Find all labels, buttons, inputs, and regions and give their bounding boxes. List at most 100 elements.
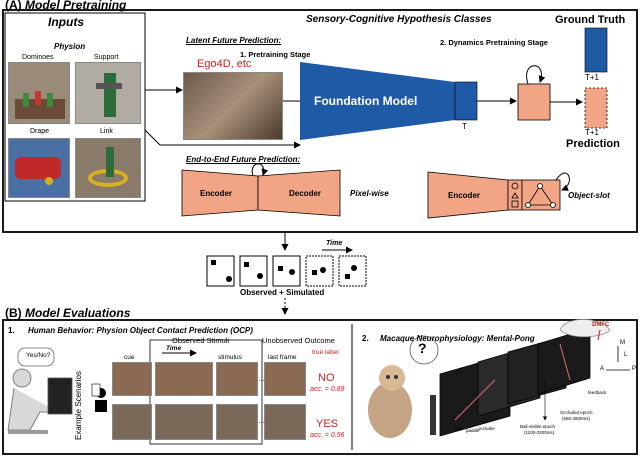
ocp-frame-cue-1: [112, 362, 152, 396]
cue-label: cue: [124, 354, 135, 361]
ego4d-collage: [183, 72, 283, 140]
frame-sequence: [206, 255, 367, 287]
slot-graph-node: [550, 202, 556, 208]
t1-top-label: T+1: [585, 73, 600, 82]
objectslot-loop-arrow: [555, 172, 570, 191]
pretraining-stage-label: 1. Pretraining Stage: [240, 50, 311, 59]
pong-ball-label: ball: [455, 426, 463, 431]
decoder-label: Decoder: [289, 189, 322, 198]
encoder-label: Encoder: [200, 189, 233, 198]
pong-ball-visible-duration: (1100-2200ms): [524, 430, 555, 435]
last-frame-label: last frame: [268, 354, 297, 361]
pong-occluder-label: occluder: [478, 426, 496, 431]
ego4d-label: Ego4D, etc: [197, 58, 252, 70]
macaque-illustration: [368, 335, 439, 438]
true-label-label: true label: [312, 349, 339, 356]
scenario-label-drape: Drape: [30, 128, 50, 135]
latent-title: Latent Future Prediction:: [186, 36, 282, 45]
accuracy-1: acc. = 0.89: [310, 386, 345, 393]
frame-4: [305, 255, 334, 287]
observed-stimuli-label: Observed Stimuli: [172, 336, 230, 345]
section-b-heading: (B) Model Evaluations: [5, 306, 130, 320]
axis-indicator: [606, 346, 630, 371]
ocp-frame-stim-2b: [216, 404, 258, 440]
ocp-frame-stim-1a: [155, 362, 213, 396]
monkey-thought-qmark: ?: [418, 340, 427, 356]
observed-simulated-label: Observed + Simulated: [240, 288, 325, 297]
latent-t-box: [454, 81, 478, 121]
brain-illustration: [559, 319, 611, 341]
t1-bottom-label: T+1: [585, 128, 600, 137]
item1-number: 1.: [8, 326, 15, 335]
slot-triangle: [511, 192, 519, 199]
arrow-inputs-to-e2e: [144, 129, 301, 149]
hypothesis-title: Sensory-Cognitive Hypothesis Classes: [306, 14, 492, 25]
ground-truth-label: Ground Truth: [555, 14, 626, 26]
ocp-frame-stim-1b: [216, 362, 258, 396]
slot-graph-node: [525, 202, 531, 208]
ocp-frame-last-1: [264, 362, 306, 396]
pixelwise-label: Pixel-wise: [350, 189, 389, 198]
scenario-label-support: Support: [94, 54, 119, 61]
answer-no: NO: [318, 372, 335, 384]
e2e-title: End-to-End Future Prediction:: [186, 155, 301, 164]
slot-circle: [511, 182, 519, 190]
slot-graph-node: [537, 183, 543, 189]
ocp-frame-last-2: [264, 404, 306, 440]
example-scenarios-icon: [91, 383, 107, 412]
pong-paddle-label: paddle: [466, 428, 480, 433]
decoder-shape: [257, 169, 341, 217]
item2-number: 2.: [362, 334, 369, 343]
section-b-frame: [2, 319, 638, 455]
pong-occluded-label: Occluded epoch: [560, 410, 593, 415]
section-b-title: Model Evaluations: [25, 306, 131, 320]
dynamics-box: [517, 83, 551, 121]
human-subject-illustration: [7, 347, 73, 434]
physion-title: Physion: [54, 42, 86, 51]
axis-a-label: A: [600, 366, 605, 372]
inputs-panel: [4, 12, 146, 202]
scenario-label-dominoes: Dominoes: [22, 54, 54, 61]
unobserved-outcome-label: Unobserved Outcome: [262, 336, 335, 345]
dominoes-image: [8, 62, 70, 124]
drape-image: [8, 138, 70, 198]
answer-yes: YES: [316, 418, 339, 430]
yesno-bubble-text: Yes/No?: [26, 352, 51, 359]
ocp-frame-stim-2a: [155, 404, 213, 440]
dynamics-loop-arrow: [526, 65, 546, 85]
ellipsis-row-2: …: [258, 418, 265, 425]
ellipsis-row-1: …: [258, 376, 265, 383]
section-b-prefix: (B): [5, 306, 22, 320]
pixelwise-loop-arrow: [251, 163, 269, 177]
pong-ball-visible-label: Ball-visible epoch: [520, 424, 556, 429]
foundation-model-label: Foundation Model: [314, 94, 418, 108]
prediction-label: Prediction: [566, 138, 620, 150]
objectslot-label: Object-slot: [568, 191, 610, 200]
dmfc-label: DMFC: [592, 322, 610, 328]
encoder-objectslot-label: Encoder: [448, 191, 481, 200]
stimuli-time-label: Time: [166, 345, 182, 352]
link-image: [75, 138, 141, 198]
slot-box: [507, 179, 523, 211]
stimulus-label: stimulus: [218, 354, 242, 361]
section-a-prefix: (A): [5, 0, 22, 12]
section-a-heading: (A) Model Pretraining: [5, 0, 126, 12]
mental-pong-screens: [439, 327, 591, 437]
slot-square: [511, 200, 519, 208]
pong-feedback-label: feedback: [588, 390, 607, 395]
frame-2: [239, 255, 268, 287]
axis-l-label: L: [624, 352, 628, 358]
time-label: Time: [326, 240, 343, 247]
pong-occluded-duration: (650-2800ms): [562, 416, 591, 421]
dynamics-stage-label: 2. Dynamics Pretraining Stage: [440, 38, 548, 47]
support-image: [75, 62, 141, 124]
slot-graph-lines: [527, 185, 554, 206]
section-a-frame: [2, 9, 638, 233]
axis-m-label: M: [620, 340, 625, 346]
t-label: T: [462, 122, 467, 131]
accuracy-2: acc. = 0.96: [310, 432, 345, 439]
scenario-label-link: Link: [100, 128, 113, 135]
item2-title: Macaque Neurophysiology: Mental-Pong: [380, 334, 535, 343]
section-a-title: Model Pretraining: [25, 0, 127, 12]
